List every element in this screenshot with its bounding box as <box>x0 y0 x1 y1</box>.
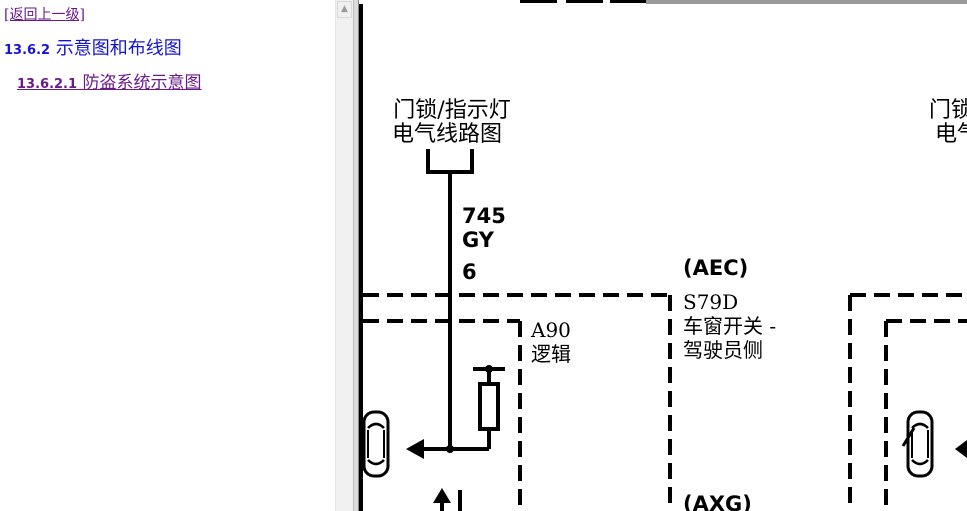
car-icon <box>901 410 934 478</box>
frame-splitter[interactable] <box>353 0 359 511</box>
arrow-left-icon <box>955 440 967 458</box>
resistor-icon <box>478 382 500 431</box>
diagram-pane: 门锁/指示灯 电气线路图 门锁 电气 745 GY 6 (AEC) (AXG) … <box>359 0 967 511</box>
module-a90-name: 逻辑 <box>531 342 571 366</box>
navigation-pane: [返回上一级] 13.6.2 示意图和布线图 13.6.2.1 防盗系统示意图 <box>0 0 335 511</box>
switch-s79d-line2: 驾驶员侧 <box>683 338 763 362</box>
scroll-up-arrow-icon[interactable]: ▲ <box>337 1 352 18</box>
back-to-parent-link[interactable]: [返回上一级] <box>4 7 85 23</box>
ref-left-line1: 门锁/指示灯 <box>393 98 510 123</box>
top-edge-border <box>646 0 967 4</box>
arrow-left-icon <box>406 439 424 459</box>
top-edge-mark <box>610 0 646 3</box>
section-number: 13.6.2 <box>4 43 51 58</box>
switch-s79d-code: S79D <box>683 290 738 314</box>
subsection-number: 13.6.2.1 <box>17 77 78 92</box>
subsection-title: 防盗系统示意图 <box>82 73 202 93</box>
section-heading: 13.6.2 示意图和布线图 <box>4 34 182 60</box>
ref-right-line2: 电气 <box>935 122 967 147</box>
subsection-link[interactable]: 13.6.2.1 防盗系统示意图 <box>17 68 201 93</box>
top-edge-mark <box>520 0 557 3</box>
arrow-up-icon <box>433 488 451 503</box>
ref-left-line2: 电气线路图 <box>392 122 502 147</box>
section-title: 示意图和布线图 <box>55 38 182 59</box>
wire-color: GY <box>462 228 495 252</box>
wire-pin: 6 <box>462 260 477 284</box>
top-edge-mark <box>566 0 603 3</box>
ref-right-line1: 门锁 <box>929 98 967 123</box>
wire-circuit-number: 745 <box>462 204 506 228</box>
wiring-diagram: 门锁/指示灯 电气线路图 门锁 电气 745 GY 6 (AEC) (AXG) … <box>359 0 967 511</box>
option-aec-label: (AEC) <box>683 256 748 280</box>
connector-bracket <box>426 149 474 174</box>
option-axg-label: (AXG) <box>683 492 752 511</box>
module-a90-code: A90 <box>530 318 571 342</box>
car-icon <box>362 410 390 478</box>
vertical-scrollbar[interactable]: ▲ <box>335 0 353 511</box>
switch-s79d-line1: 车窗开关 - <box>683 314 776 338</box>
left-border-line <box>359 4 363 511</box>
